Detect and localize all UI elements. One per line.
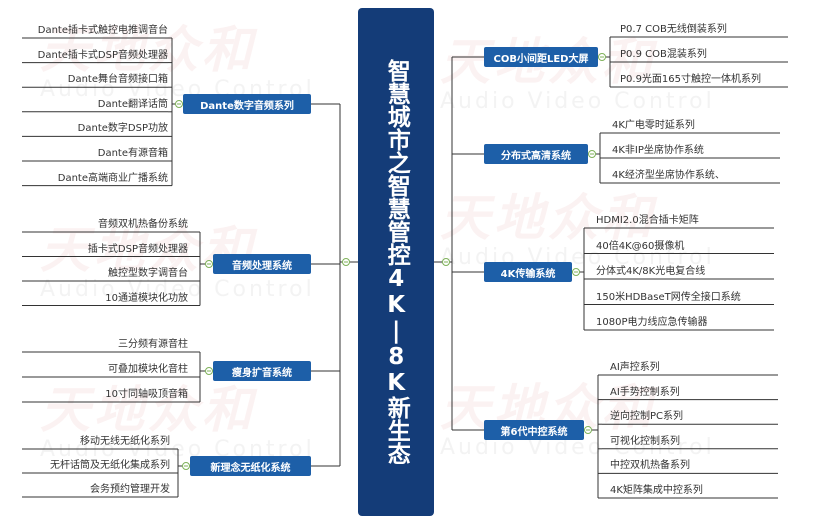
branch-node[interactable]: 新理念无纸化系统: [190, 456, 311, 476]
leaf-item[interactable]: 150米HDBaseT网传全接口系统: [596, 291, 741, 303]
branch-node[interactable]: 分布式高清系统: [484, 144, 588, 164]
leaf-item[interactable]: 4K非IP坐席协作系统: [612, 145, 704, 156]
leaf-item[interactable]: 4K经济型坐席协作系统、: [612, 170, 725, 181]
branch-node[interactable]: 音频处理系统: [213, 254, 311, 274]
leaf-item[interactable]: 会务预约管理开发: [90, 484, 170, 495]
leaf-item[interactable]: 1080P电力线应急传输器: [596, 317, 708, 328]
leaf-item[interactable]: Dante数字DSP功放: [77, 123, 168, 135]
branch-node[interactable]: COB小间距LED大屏: [484, 47, 598, 67]
leaf-item[interactable]: Dante有源音箱: [97, 148, 168, 159]
leaf-item[interactable]: 4K矩阵集成中控系列: [610, 485, 703, 496]
leaf-item[interactable]: 触控型数字调音台: [108, 268, 188, 279]
leaf-item[interactable]: 三分频有源音柱: [118, 339, 188, 350]
leaf-item[interactable]: 可叠加模块化音柱: [108, 364, 188, 375]
branch-node[interactable]: 第6代中控系统: [484, 420, 584, 440]
leaf-item[interactable]: 插卡式DSP音频处理器: [87, 243, 188, 255]
leaf-item[interactable]: 10通道模块化功放: [105, 292, 188, 304]
leaf-item[interactable]: Dante插卡式触控电推调音台: [37, 25, 168, 36]
leaf-item[interactable]: Dante舞台音频接口箱: [67, 74, 168, 86]
leaf-item[interactable]: HDMI2.0混合插卡矩阵: [596, 215, 699, 226]
leaf-item[interactable]: 10寸同轴吸顶音箱: [105, 389, 188, 400]
leaf-item[interactable]: AI声控系列: [610, 362, 660, 373]
leaf-item[interactable]: P0.9光面165寸触控一体机系列: [620, 74, 762, 85]
leaf-item[interactable]: Dante高端商业广播系统: [57, 172, 168, 184]
leaf-item[interactable]: P0.9 COB混装系列: [620, 49, 707, 60]
center-title: 智慧城市之智慧管控4K|8K新生态: [358, 8, 434, 516]
branch-node[interactable]: 瘦身扩音系统: [213, 361, 311, 381]
leaf-item[interactable]: Dante插卡式DSP音频处理器: [37, 49, 168, 61]
leaf-item[interactable]: Dante翻译话筒: [97, 98, 168, 110]
leaf-item[interactable]: 4K广电零时延系列: [612, 120, 695, 131]
leaf-item[interactable]: 移动无线无纸化系列: [80, 436, 170, 447]
leaf-item[interactable]: AI手势控制系列: [610, 386, 680, 398]
leaf-item[interactable]: 逆向控制PC系列: [610, 411, 684, 423]
branch-node[interactable]: Dante数字音频系列: [183, 94, 311, 114]
leaf-item[interactable]: 分体式4K/8K光电复合线: [596, 266, 706, 277]
branch-node[interactable]: 4K传输系统: [484, 262, 572, 282]
leaf-item[interactable]: 可视化控制系列: [610, 435, 680, 447]
leaf-item[interactable]: P0.7 COB无线倒装系列: [620, 24, 727, 35]
leaf-item[interactable]: 音频双机热备份系统: [98, 219, 188, 230]
leaf-item[interactable]: 无杆话筒及无纸化集成系列: [50, 460, 170, 471]
leaf-item[interactable]: 40倍4K@60摄像机: [596, 240, 685, 252]
leaf-item[interactable]: 中控双机热备系列: [610, 460, 690, 472]
